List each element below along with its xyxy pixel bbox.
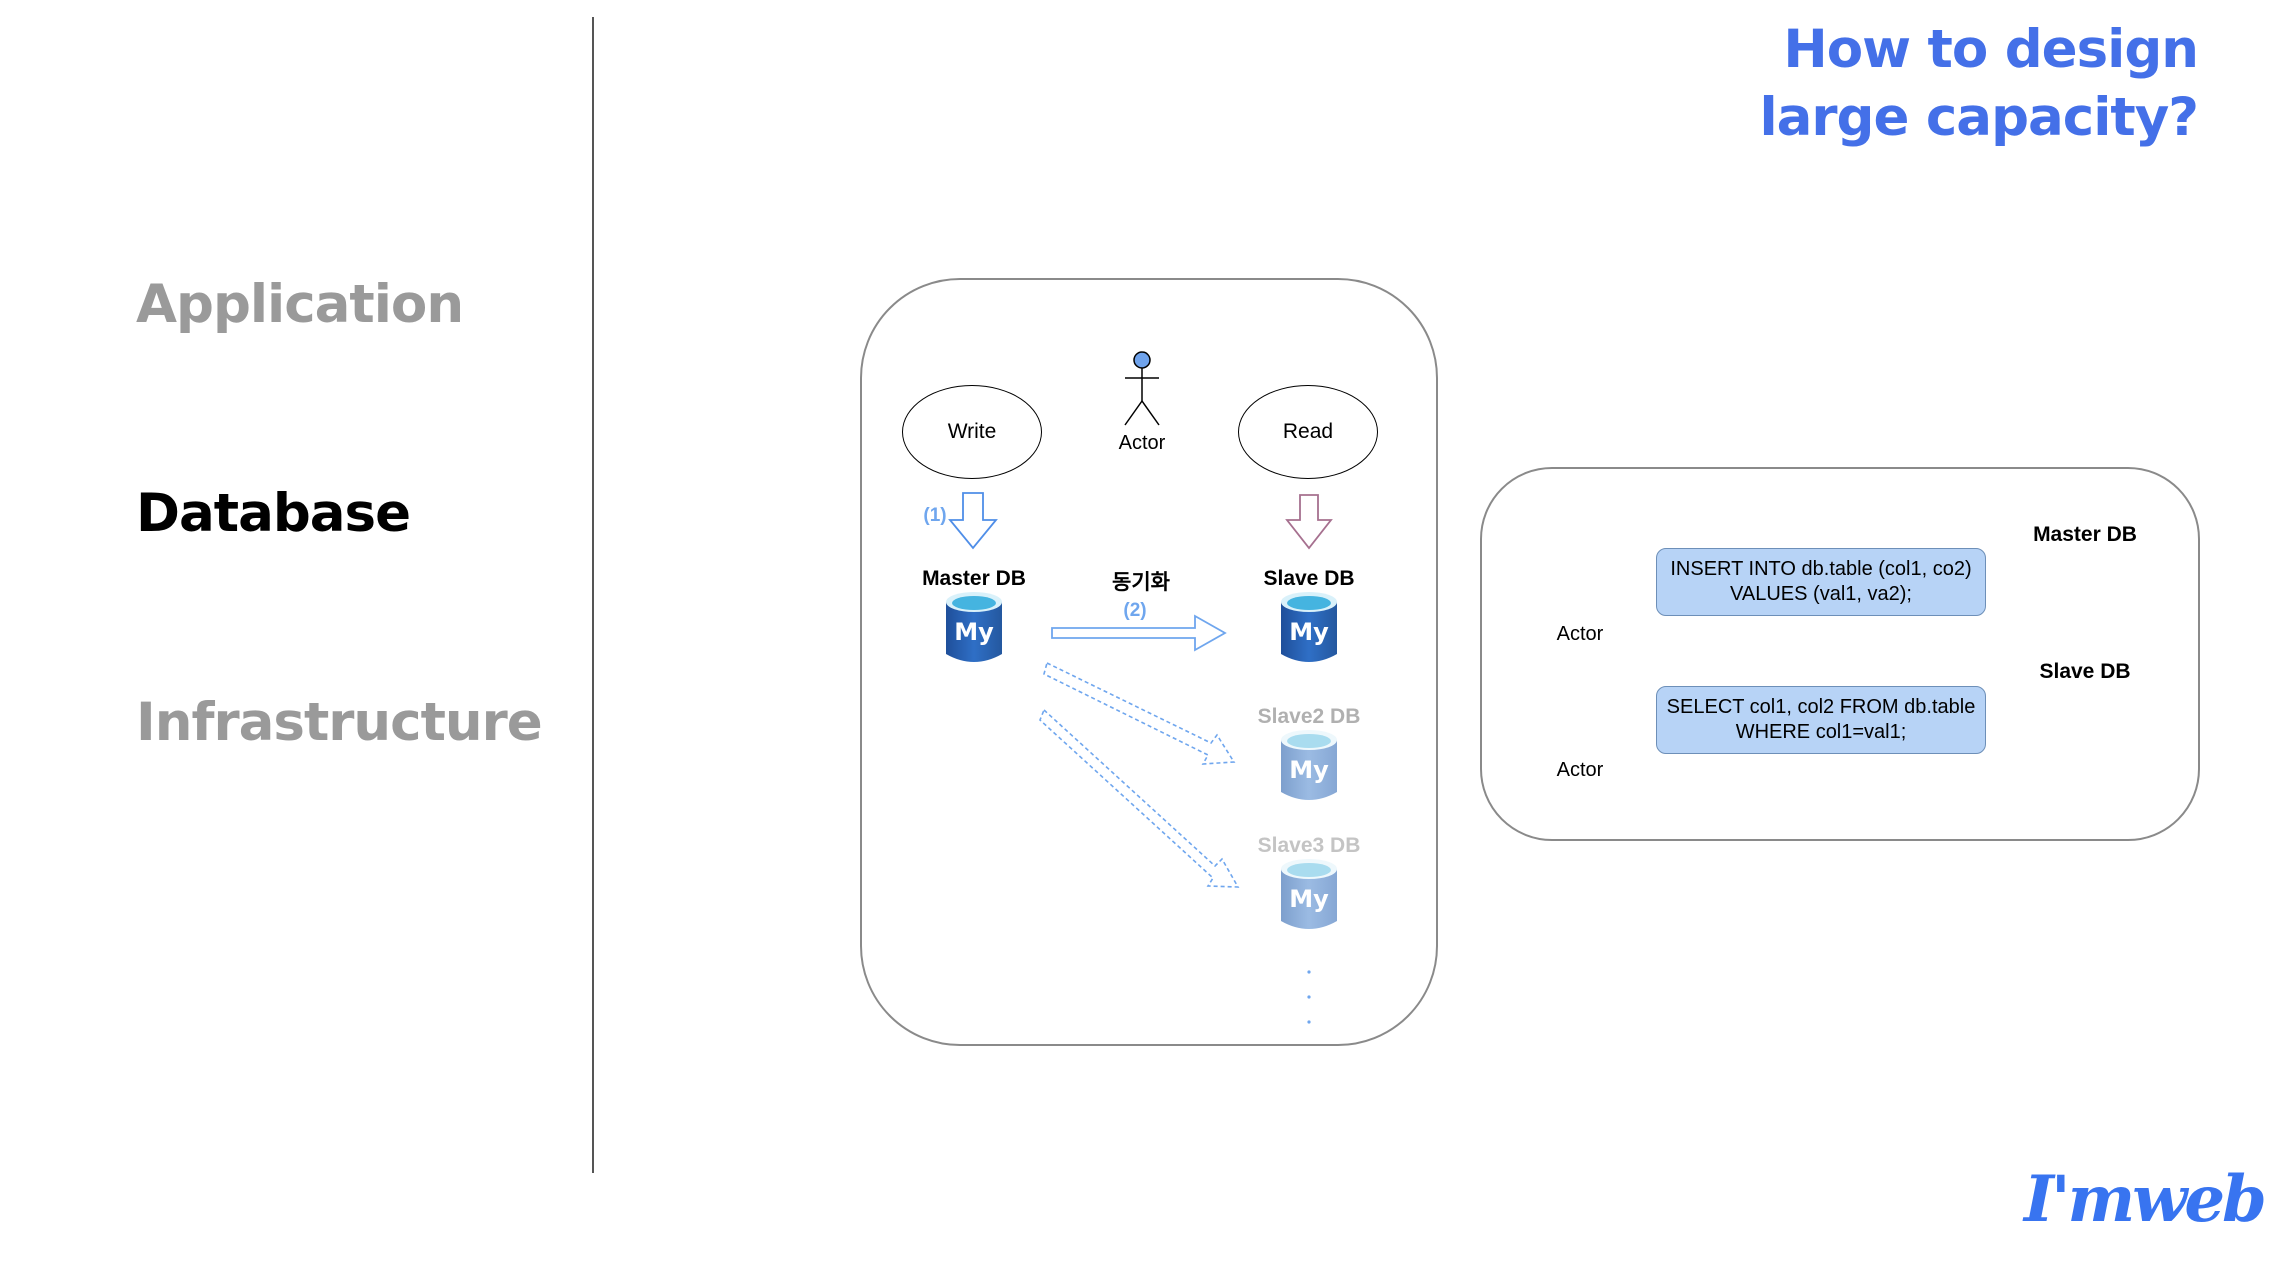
slave-db-label: Slave DB bbox=[2039, 660, 2131, 683]
step-1-label: (1) bbox=[923, 505, 947, 526]
actor-label: Actor bbox=[1556, 623, 1604, 645]
read-ellipse: Read bbox=[1238, 385, 1378, 479]
select-query-box: SELECT col1, col2 FROM db.table WHERE co… bbox=[1656, 686, 1986, 754]
slave-db-icon bbox=[1281, 592, 1337, 662]
imweb-logo: I'mweb bbox=[2024, 1162, 2267, 1237]
page-title: How to design large capacity? bbox=[1759, 16, 2199, 152]
master-db-icon bbox=[946, 592, 1002, 662]
actor-label: Actor bbox=[1118, 432, 1166, 454]
sync-label: 동기화 bbox=[1112, 571, 1170, 594]
page-title-line-1: How to design bbox=[1783, 19, 2199, 80]
nav-item-infrastructure[interactable]: Infrastructure bbox=[136, 692, 543, 753]
section-divider bbox=[592, 17, 594, 1173]
slave-db-label: Slave DB bbox=[1263, 567, 1355, 590]
write-arrow bbox=[948, 492, 998, 550]
read-label: Read bbox=[1282, 420, 1334, 443]
slave3-dashed-arrow bbox=[1039, 708, 1240, 888]
sync-arrow bbox=[1051, 614, 1227, 652]
insert-query-box: INSERT INTO db.table (col1, co2) VALUES … bbox=[1656, 548, 1986, 616]
step-2-label: (2) bbox=[1123, 600, 1147, 621]
master-db-label: Master DB bbox=[2033, 523, 2137, 546]
master-db-label: Master DB bbox=[922, 567, 1026, 590]
ellipsis-dot bbox=[1307, 1020, 1311, 1024]
write-ellipse: Write bbox=[902, 385, 1042, 479]
ellipsis-dot bbox=[1307, 970, 1311, 974]
nav-item-database[interactable]: Database bbox=[136, 483, 411, 544]
actor-icon bbox=[1124, 351, 1160, 426]
ellipsis-dot bbox=[1307, 995, 1311, 999]
actor-label: Actor bbox=[1556, 759, 1604, 781]
slave2-db-icon bbox=[1281, 730, 1337, 800]
nav-item-application[interactable]: Application bbox=[136, 274, 464, 335]
slave2-dashed-arrow bbox=[1043, 661, 1236, 765]
slave3-db-label: Slave3 DB bbox=[1257, 834, 1361, 857]
write-label: Write bbox=[947, 420, 997, 443]
slave3-db-icon bbox=[1281, 859, 1337, 929]
slave2-db-label: Slave2 DB bbox=[1257, 705, 1361, 728]
page-title-line-2: large capacity? bbox=[1759, 87, 2199, 148]
read-arrow bbox=[1285, 494, 1333, 550]
query-routing-panel bbox=[1480, 467, 2200, 841]
